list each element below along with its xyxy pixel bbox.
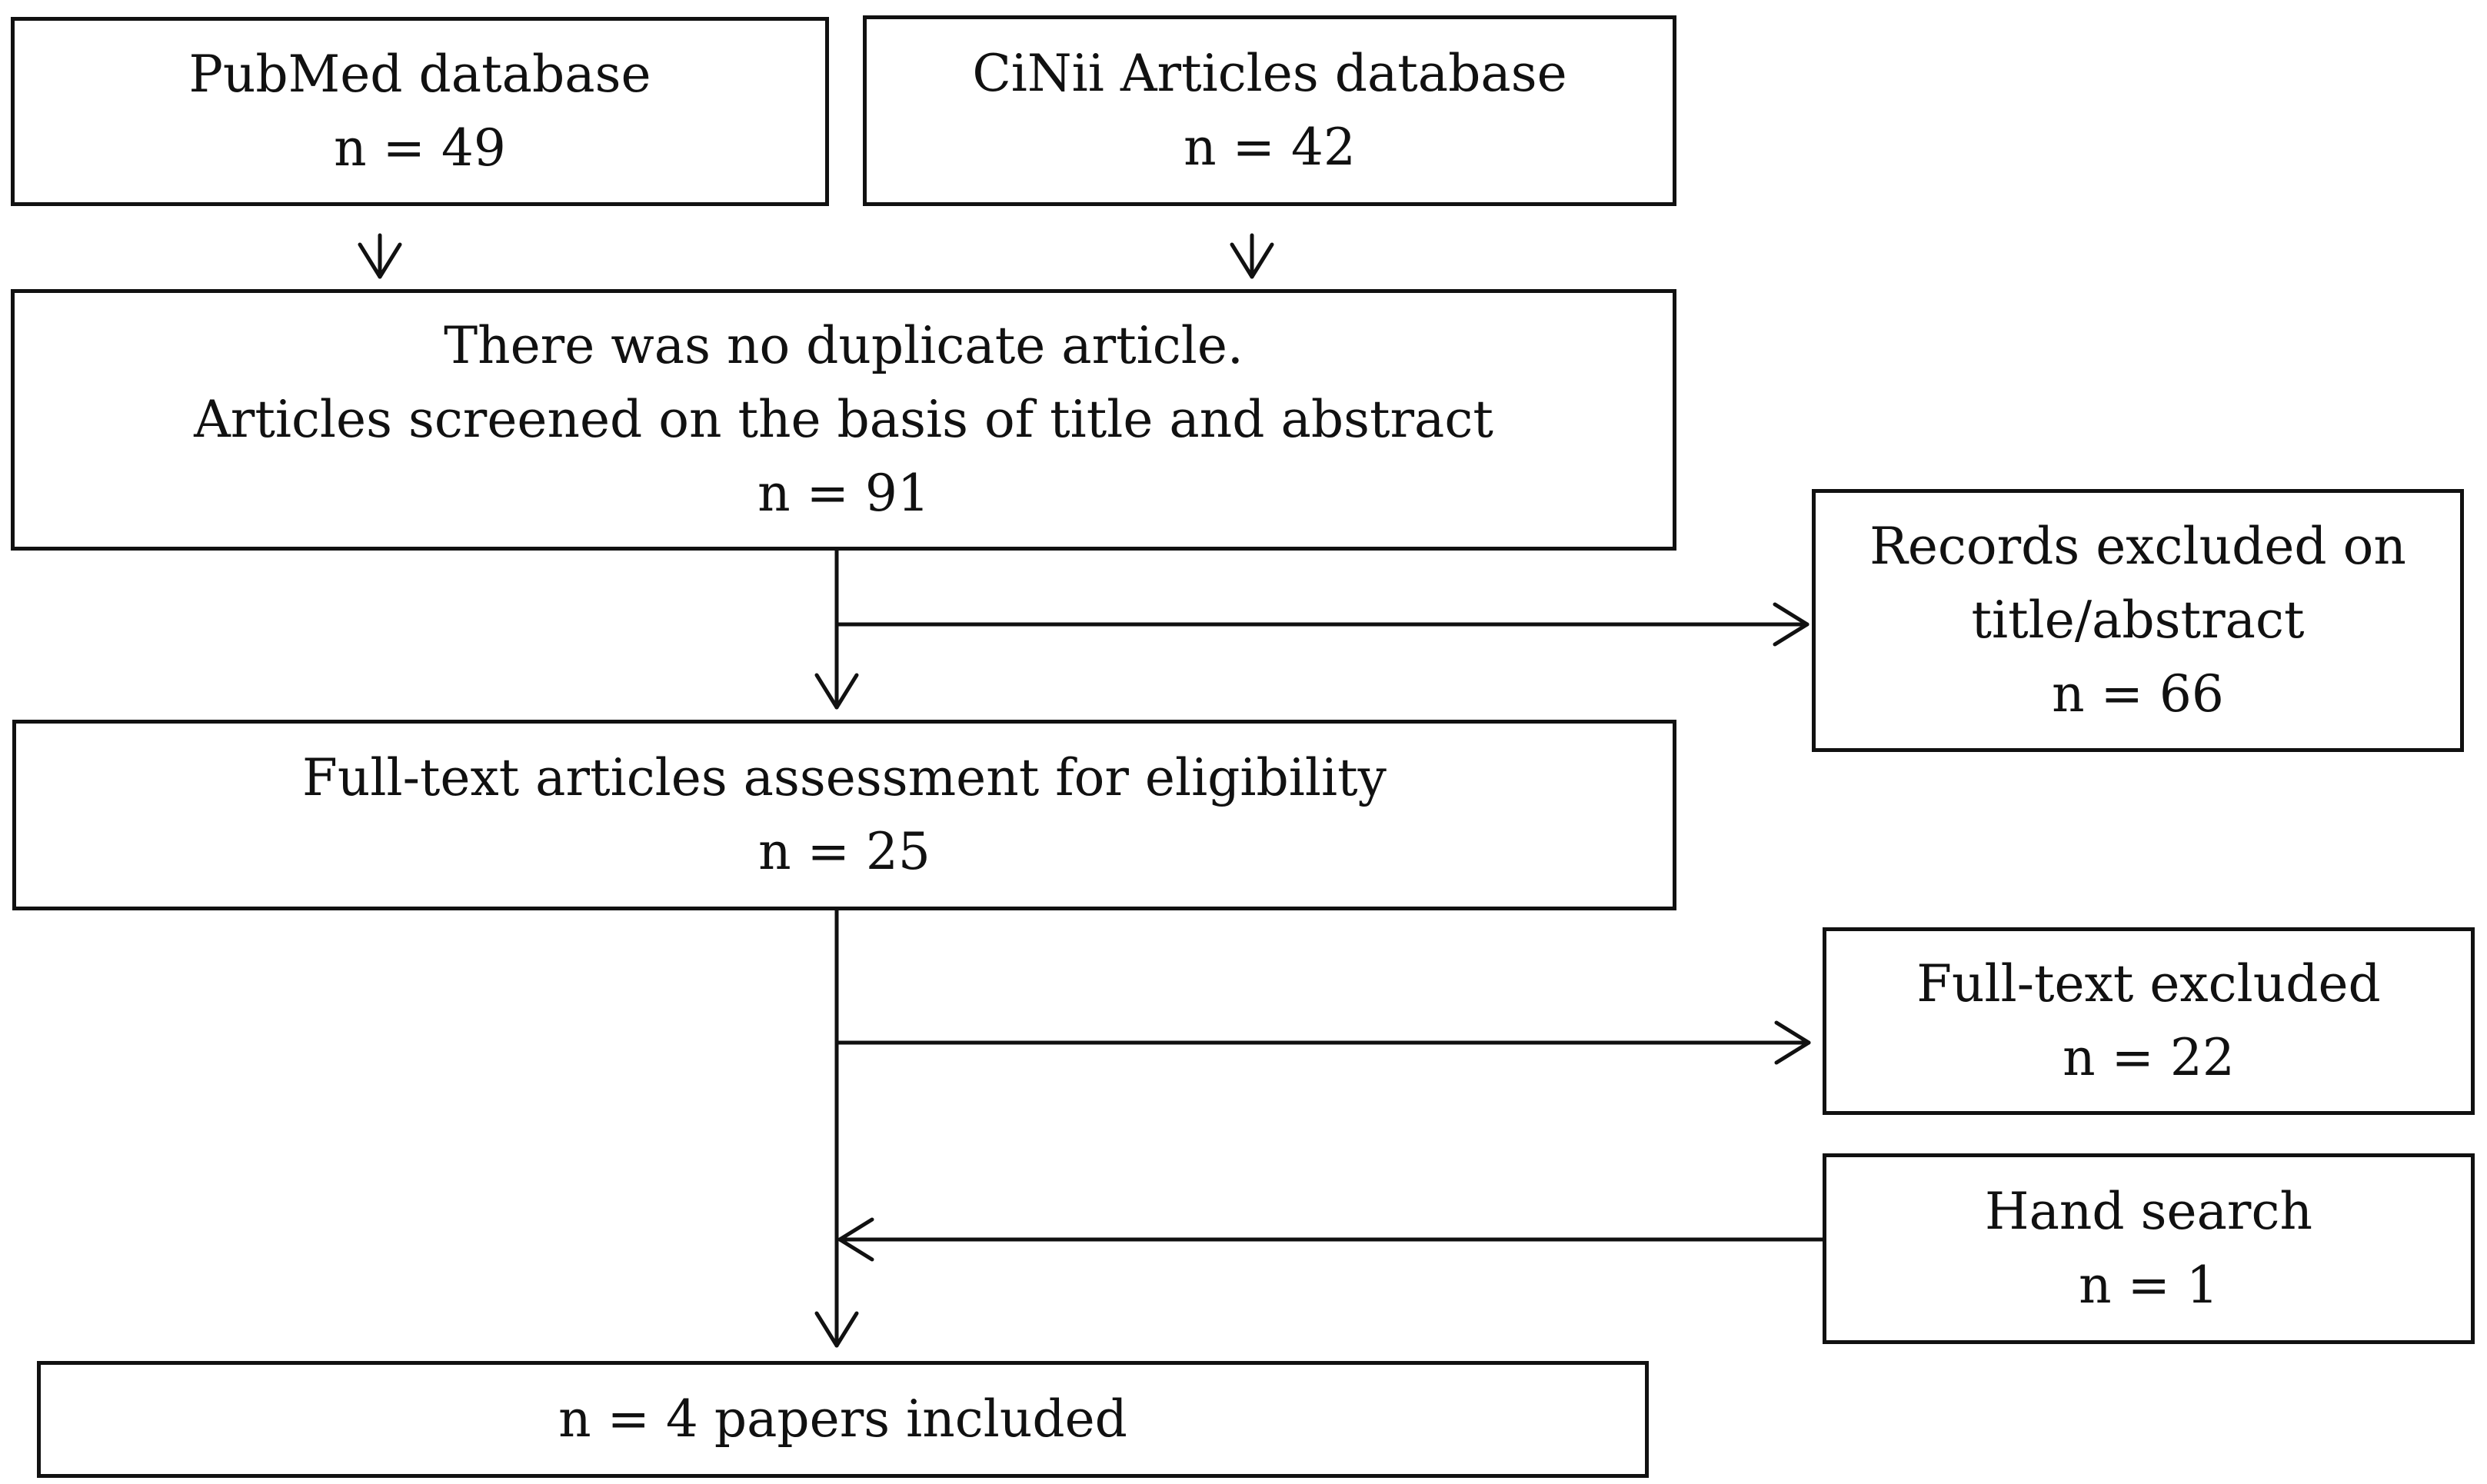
edge-fulltext-to-included [814, 908, 859, 1348]
node-screened-count: n = 91 [757, 464, 930, 523]
node-cinii-count: n = 42 [1184, 118, 1356, 177]
node-excl-full-label: Full-text excluded [1916, 954, 2381, 1013]
edge-pubmed-to-screened [358, 233, 402, 279]
node-articles-screened: There was no duplicate article. Articles… [11, 289, 1676, 551]
node-pubmed-database: PubMed database n = 49 [11, 17, 829, 206]
node-screened-note: There was no duplicate article. [444, 316, 1244, 375]
edge-fulltext-to-excluded-full [834, 1020, 1811, 1065]
node-hand-count: n = 1 [2079, 1256, 2219, 1315]
node-cinii-label: CiNii Articles database [972, 44, 1567, 103]
node-fulltext-label: Full-text articles assessment for eligib… [302, 748, 1387, 807]
node-included-label: n = 4 papers included [558, 1389, 1127, 1449]
node-fulltext-assessment: Full-text articles assessment for eligib… [12, 720, 1676, 910]
node-pubmed-count: n = 49 [334, 118, 506, 178]
node-papers-included: n = 4 papers included [37, 1361, 1649, 1478]
node-excl-full-count: n = 22 [2063, 1028, 2235, 1087]
node-pubmed-label: PubMed database [188, 45, 651, 104]
node-excl-title-label-2: title/abstract [1971, 591, 2305, 650]
node-excl-title-label-1: Records excluded on [1869, 517, 2406, 576]
edge-cinii-to-screened [1230, 233, 1274, 279]
node-fulltext-excluded: Full-text excluded n = 22 [1823, 927, 2475, 1115]
node-cinii-database: CiNii Articles database n = 42 [863, 15, 1676, 206]
node-hand-search: Hand search n = 1 [1823, 1153, 2475, 1344]
node-records-excluded-title-abstract: Records excluded on title/abstract n = 6… [1812, 489, 2464, 752]
node-hand-label: Hand search [1985, 1182, 2312, 1241]
node-fulltext-count: n = 25 [758, 822, 931, 881]
edge-screened-to-fulltext [814, 548, 859, 710]
edge-screened-to-excluded-title [834, 602, 1809, 647]
node-screened-label: Articles screened on the basis of title … [194, 390, 1493, 449]
edge-hand-search-to-included [837, 1217, 1825, 1262]
node-excl-title-count: n = 66 [2052, 664, 2224, 724]
